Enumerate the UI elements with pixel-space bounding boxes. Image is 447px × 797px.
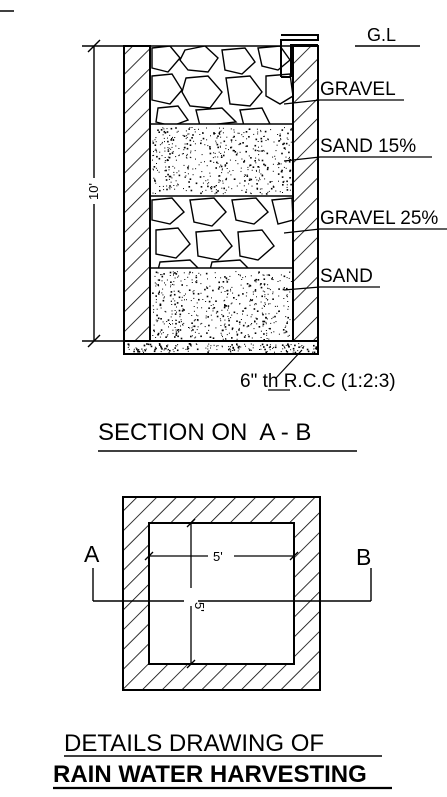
title-line-1: DETAILS DRAWING OF — [64, 730, 324, 757]
sand-layer-top — [152, 127, 292, 195]
length-dimension — [186, 518, 196, 669]
title-line-2: RAIN WATER HARVESTING — [53, 761, 367, 788]
left-wall — [123, 45, 151, 342]
drawing-title: DETAILS DRAWING OF RAIN WATER HARVESTING — [53, 730, 392, 790]
inlet-pipe — [280, 34, 319, 77]
label-base: 6" th R.C.C (1:2:3) — [240, 371, 396, 392]
gravel-layer-middle — [151, 197, 293, 268]
rcc-base — [123, 340, 319, 355]
length-label: 5' — [192, 602, 207, 612]
right-wall — [292, 45, 319, 342]
leader-sand-bottom — [283, 286, 380, 291]
leader-gravel-top — [283, 99, 404, 105]
section-mark-b: B — [356, 544, 371, 570]
width-dimension — [144, 551, 299, 561]
depth-label: 10' — [86, 183, 101, 200]
plan-view: A B 5' 5' — [84, 496, 372, 691]
leader-gravel-mid — [283, 228, 447, 234]
rcc-base-texture — [127, 343, 318, 354]
section-title: SECTION ON A - B — [98, 419, 311, 446]
plan-wall — [122, 496, 321, 691]
width-label: 5' — [213, 549, 223, 564]
label-gravel-mid: GRAVEL 25% — [320, 208, 438, 229]
section-mark-a: A — [84, 541, 100, 567]
sand-layer-bottom — [152, 271, 292, 341]
gravel-layer-top — [151, 46, 293, 124]
label-sand-top: SAND 15% — [320, 136, 416, 157]
label-gravel-top: GRAVEL — [320, 79, 396, 100]
pit-interior — [149, 45, 294, 342]
leader-base — [275, 349, 303, 379]
ground-level-label: G.L — [367, 25, 396, 45]
leader-sand-top — [283, 156, 432, 162]
section-view: G.L GRAVEL SAND 15% GRAVEL 25% SAND 10' … — [82, 25, 447, 452]
label-sand-bottom: SAND — [320, 266, 373, 287]
